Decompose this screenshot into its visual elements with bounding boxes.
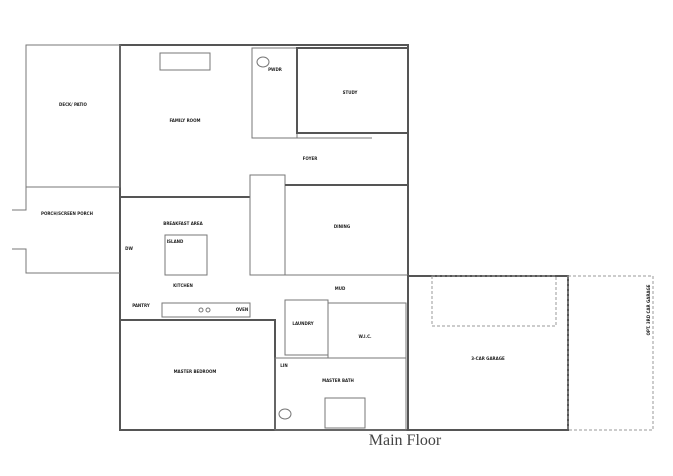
label-island: ISLAND bbox=[167, 239, 184, 244]
island bbox=[164, 234, 208, 276]
plan-title: Main Floor bbox=[369, 432, 442, 449]
label-lin: LIN bbox=[280, 363, 287, 368]
label-pantry: PANTRY bbox=[132, 303, 150, 308]
label-dining: DINING bbox=[334, 224, 350, 229]
deck-area bbox=[25, 44, 121, 188]
toilet-icon bbox=[278, 408, 292, 420]
fireplace bbox=[159, 52, 211, 71]
room-labels: DECK/ PATIO FAMILY ROOM PWDR STUDY FOYER… bbox=[41, 67, 651, 383]
label-study: STUDY bbox=[343, 90, 358, 95]
label-deck: DECK/ PATIO bbox=[59, 102, 88, 107]
stairs bbox=[249, 174, 286, 276]
label-opt-garage: OPT. 3RD CAR GARAGE bbox=[646, 284, 651, 335]
label-laundry: LAUNDRY bbox=[292, 321, 313, 326]
label-mud: MUD bbox=[335, 286, 346, 291]
walls bbox=[12, 44, 654, 431]
label-master-bath: MASTER BATH bbox=[322, 378, 354, 383]
label-garage: 3-CAR GARAGE bbox=[471, 356, 505, 361]
toilet-icon bbox=[256, 56, 270, 68]
label-dw: DW bbox=[125, 246, 133, 251]
label-wic: W.I.C. bbox=[358, 334, 372, 339]
label-family-room: FAMILY ROOM bbox=[170, 118, 201, 123]
label-foyer: FOYER bbox=[303, 156, 318, 161]
tub bbox=[324, 397, 366, 429]
label-breakfast: BREAKFAST AREA bbox=[163, 221, 203, 226]
label-kitchen: KITCHEN bbox=[173, 283, 193, 288]
label-oven: OVEN bbox=[236, 307, 248, 312]
label-porch: PORCH/SCREEN PORCH bbox=[41, 211, 93, 216]
label-powder: PWDR bbox=[268, 67, 282, 72]
label-master-bedroom: MASTER BEDROOM bbox=[174, 369, 217, 374]
